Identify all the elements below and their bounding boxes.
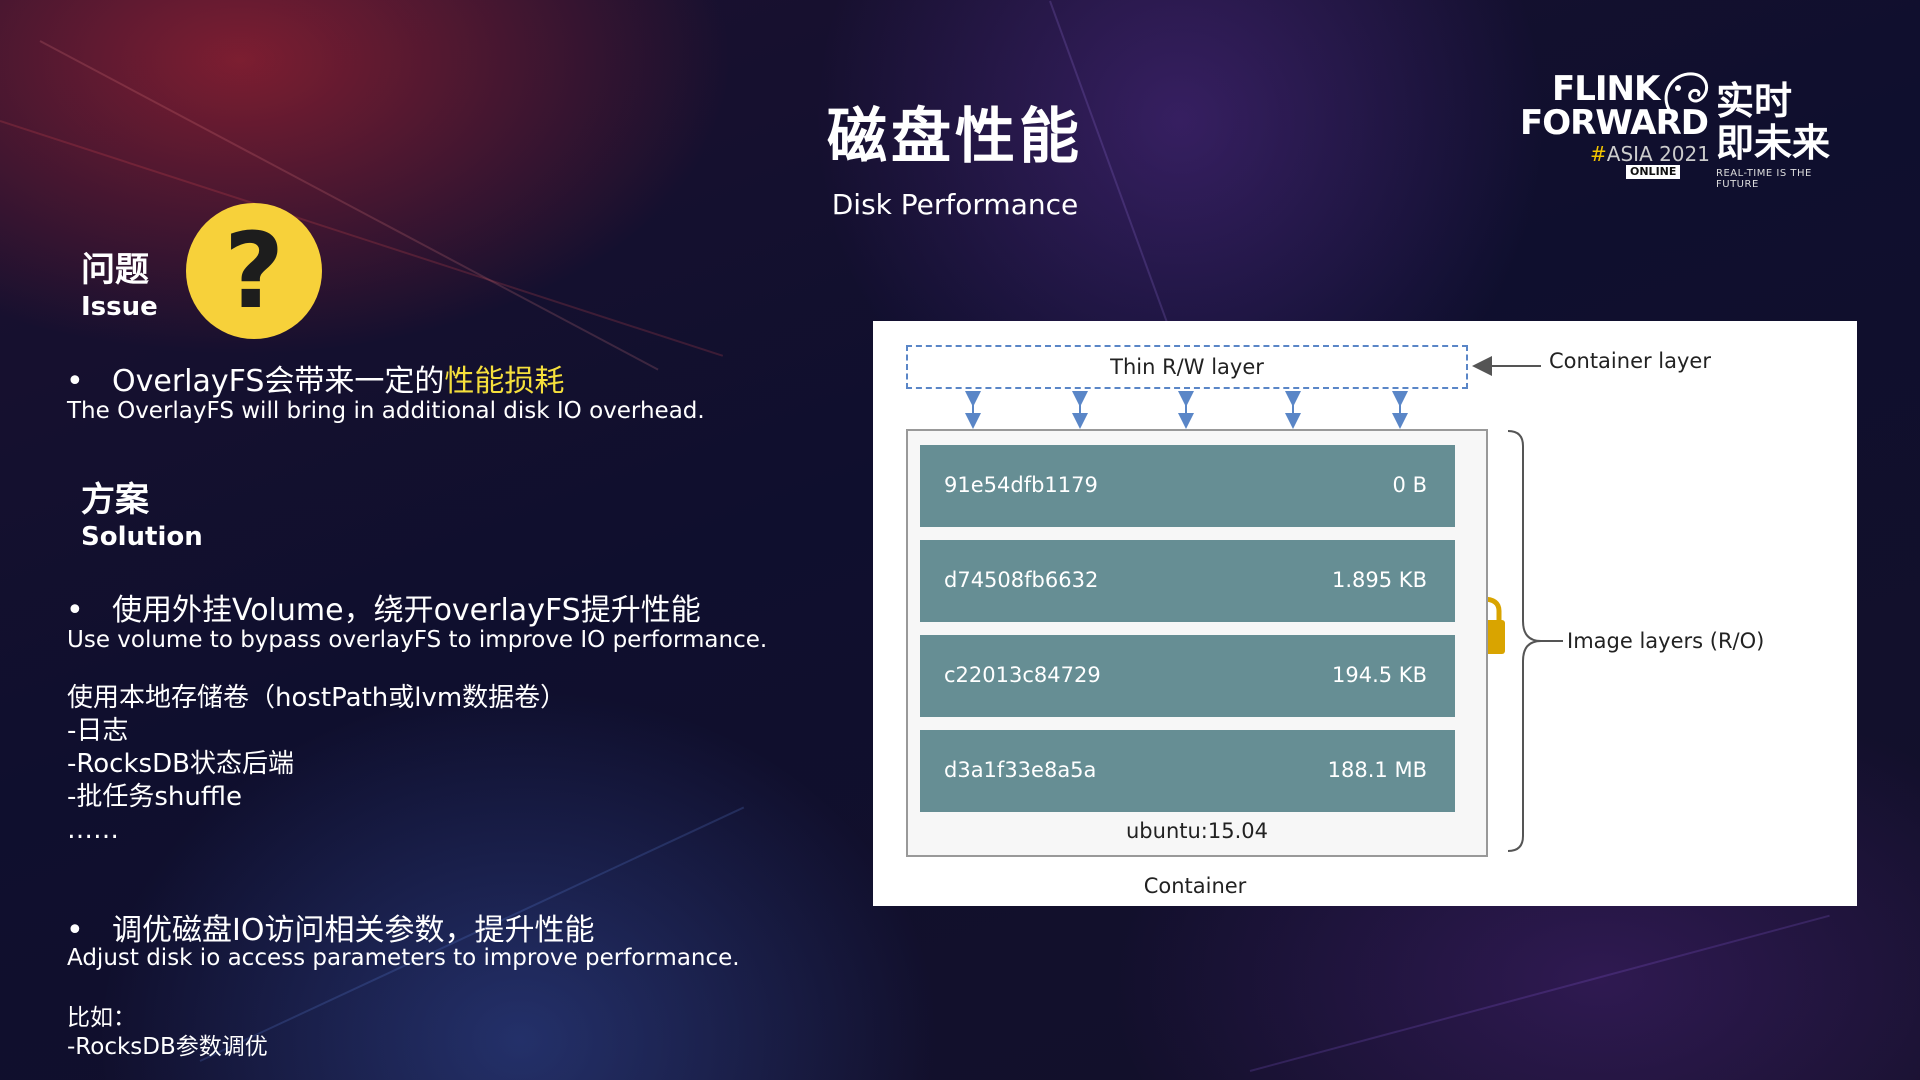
layer-id: d74508fb6632 <box>944 568 1099 592</box>
layer-size: 188.1 MB <box>1327 758 1427 782</box>
container-layer-label: Container layer <box>1549 349 1711 373</box>
logo-asia-2021: #ASIA 2021 <box>1590 142 1710 166</box>
squirrel-logo-icon <box>1664 72 1708 112</box>
flink-forward-logo: FLINK FORWARD #ASIA 2021 ONLINE 实时 即未来 R… <box>1520 66 1840 190</box>
layer-id: c22013c84729 <box>944 663 1101 687</box>
bullet-icon: • <box>66 593 84 628</box>
solution-bullet-2: • 调优磁盘IO访问相关参数，提升性能 <box>66 905 594 949</box>
list-item: -RocksDB状态后端 <box>67 749 294 779</box>
layer-id: 91e54dfb1179 <box>944 473 1098 497</box>
issue-heading-cn: 问题 <box>81 250 149 290</box>
logo-chinese-text: 实时 即未来 <box>1716 79 1831 165</box>
question-mark-icon: ? <box>186 203 322 339</box>
image-layers-label: Image layers (R/O) <box>1567 629 1765 653</box>
issue-bullet-highlight: 性能损耗 <box>444 364 565 399</box>
base-image-label: ubuntu:15.04 <box>1126 819 1268 843</box>
layer-size: 1.895 KB <box>1332 568 1427 592</box>
bullet-icon: • <box>66 913 84 948</box>
logo-text-forward: FORWARD <box>1520 103 1709 143</box>
example-label: 比如： <box>67 1005 136 1031</box>
example-list: 比如： -RocksDB参数调优 <box>67 1004 268 1062</box>
image-layer: d74508fb6632 1.895 KB <box>920 540 1455 622</box>
list-item: -批任务shuffle <box>67 782 243 812</box>
layer-size: 0 B <box>1392 473 1427 497</box>
solution-heading-cn: 方案 <box>81 480 149 520</box>
image-layer: c22013c84729 194.5 KB <box>920 635 1455 717</box>
rw-arrows <box>965 391 1408 429</box>
page-title: 磁盘性能 <box>827 102 1083 172</box>
list-item: -日志 <box>67 716 129 746</box>
page-subtitle: Disk Performance <box>831 188 1079 221</box>
solution-bullet-1-text: 使用外挂Volume，绕开overlayFS提升性能 <box>112 593 701 628</box>
image-layer: d3a1f33e8a5a 188.1 MB <box>920 730 1455 812</box>
solution-bullet-2-en: Adjust disk io access parameters to impr… <box>67 945 740 971</box>
list-item: -RocksDB参数调优 <box>67 1034 268 1060</box>
logo-text-flink: FLINK <box>1552 69 1660 109</box>
issue-heading-en: Issue <box>81 292 158 322</box>
layer-id: d3a1f33e8a5a <box>944 758 1097 782</box>
issue-bullet: • OverlayFS会带来一定的性能损耗 <box>66 356 564 400</box>
issue-bullet-text: OverlayFS会带来一定的 <box>112 364 445 399</box>
list-item: …… <box>67 815 119 845</box>
solution-bullet-1: • 使用外挂Volume，绕开overlayFS提升性能 <box>66 585 701 629</box>
container-caption: Container <box>1143 874 1247 898</box>
issue-bullet-en: The OverlayFS will bring in additional d… <box>67 398 705 424</box>
bullet-icon: • <box>66 364 84 399</box>
solution-bullet-2-text: 调优磁盘IO访问相关参数，提升性能 <box>112 913 595 948</box>
local-storage-title: 使用本地存储卷（hostPath或lvm数据卷） <box>67 683 567 713</box>
layer-size: 194.5 KB <box>1332 663 1427 687</box>
overlayfs-diagram: Thin R/W layer Container layer 91e5 <box>873 321 1857 906</box>
local-storage-list: 使用本地存储卷（hostPath或lvm数据卷） -日志 -RocksDB状态后… <box>67 682 566 847</box>
image-layer: 91e54dfb1179 0 B <box>920 445 1455 527</box>
logo-online-badge: ONLINE <box>1626 165 1681 179</box>
image-layers-box: 91e54dfb1179 0 B d74508fb6632 1.895 KB c… <box>906 429 1488 857</box>
solution-heading-en: Solution <box>81 522 203 552</box>
solution-bullet-1-en: Use volume to bypass overlayFS to improv… <box>67 627 768 653</box>
thin-rw-layer: Thin R/W layer <box>906 345 1468 389</box>
image-layers-brace <box>1507 430 1542 852</box>
logo-tagline: REAL-TIME IS THE FUTURE <box>1716 168 1812 190</box>
background-streak <box>1249 914 1830 1072</box>
